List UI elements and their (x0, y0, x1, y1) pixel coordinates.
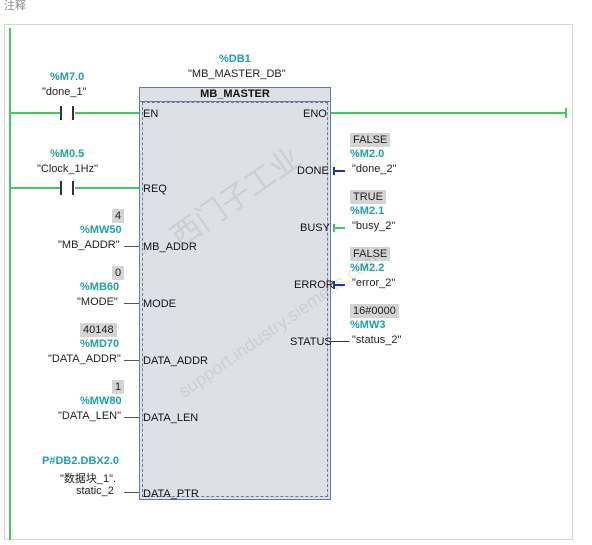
pin-req: REQ (143, 183, 167, 195)
status-wire (331, 341, 349, 342)
req-wire-left (11, 187, 61, 189)
data-addr-symbol[interactable]: "DATA_ADDR" (48, 353, 121, 365)
en-wire-right (75, 112, 140, 114)
network-frame (4, 24, 573, 540)
comment-label[interactable]: 注释 (4, 0, 26, 12)
data-ptr-symbol-line2[interactable]: static_2 (76, 485, 114, 497)
en-contact[interactable] (60, 106, 74, 120)
eno-terminal (565, 108, 567, 118)
data-addr-address: %MD70 (80, 338, 120, 350)
busy-address: %M2.1 (350, 205, 385, 217)
req-contact-address: %M0.5 (50, 148, 85, 160)
mode-symbol[interactable]: "MODE" (77, 296, 118, 308)
data-ptr-address: P#DB2.DBX2.0 (42, 455, 120, 467)
data-len-address: %MW80 (80, 395, 122, 407)
done-wire (333, 167, 345, 175)
data-addr-value: 40148 (80, 323, 117, 337)
data-ptr-wire (124, 492, 139, 493)
done-value: FALSE (350, 133, 391, 147)
error-wire (333, 281, 345, 289)
pin-data-ptr: DATA_PTR (143, 488, 199, 500)
req-wire-right (75, 187, 140, 189)
pin-error: ERROR (294, 279, 334, 291)
req-contact-symbol[interactable]: "Clock_1Hz" (37, 163, 98, 175)
pin-eno: ENO (303, 108, 327, 120)
pin-mode: MODE (143, 298, 176, 310)
error-symbol[interactable]: "error_2" (352, 277, 396, 289)
pin-en: EN (143, 108, 159, 120)
done-address: %M2.0 (350, 148, 385, 160)
en-contact-address: %M7.0 (50, 71, 85, 83)
pin-busy: BUSY (300, 222, 330, 234)
eno-wire (331, 112, 567, 114)
instance-db-name[interactable]: "MB_MASTER_DB" (188, 68, 286, 80)
mb-addr-wire (124, 246, 139, 247)
mb-addr-value: 4 (112, 209, 125, 223)
instance-db-address: %DB1 (219, 53, 251, 65)
data-len-wire (124, 417, 139, 418)
req-contact[interactable] (60, 181, 74, 195)
pin-mb-addr: MB_ADDR (143, 241, 197, 253)
mb-master-block[interactable]: MB_MASTER (139, 87, 331, 500)
pin-data-addr: DATA_ADDR (143, 355, 208, 367)
data-len-symbol[interactable]: "DATA_LEN" (58, 410, 122, 422)
mb-addr-address: %MW50 (80, 224, 122, 236)
mode-address: %MB60 (80, 281, 120, 293)
power-rail (9, 28, 11, 540)
pin-data-len: DATA_LEN (143, 412, 199, 424)
en-contact-symbol[interactable]: "done_1" (42, 86, 87, 98)
mb-addr-symbol[interactable]: "MB_ADDR" (58, 239, 120, 251)
data-len-value: 1 (112, 380, 125, 394)
en-wire-left (11, 112, 61, 114)
done-symbol[interactable]: "done_2" (352, 163, 397, 175)
mode-value: 0 (112, 266, 125, 280)
status-value: 16#0000 (350, 304, 399, 318)
pin-done: DONE (297, 165, 329, 177)
data-addr-wire (124, 360, 139, 361)
block-title: MB_MASTER (140, 88, 330, 102)
status-address: %MW3 (350, 319, 386, 331)
busy-symbol[interactable]: "busy_2" (352, 220, 396, 232)
error-address: %M2.2 (350, 262, 385, 274)
mode-wire (124, 303, 139, 304)
busy-wire (333, 224, 345, 232)
pin-status: STATUS (290, 336, 332, 348)
data-ptr-symbol-line1[interactable]: "数据块_1". (60, 473, 117, 485)
busy-value: TRUE (350, 190, 386, 204)
error-value: FALSE (350, 247, 391, 261)
status-symbol[interactable]: "status_2" (352, 334, 402, 346)
